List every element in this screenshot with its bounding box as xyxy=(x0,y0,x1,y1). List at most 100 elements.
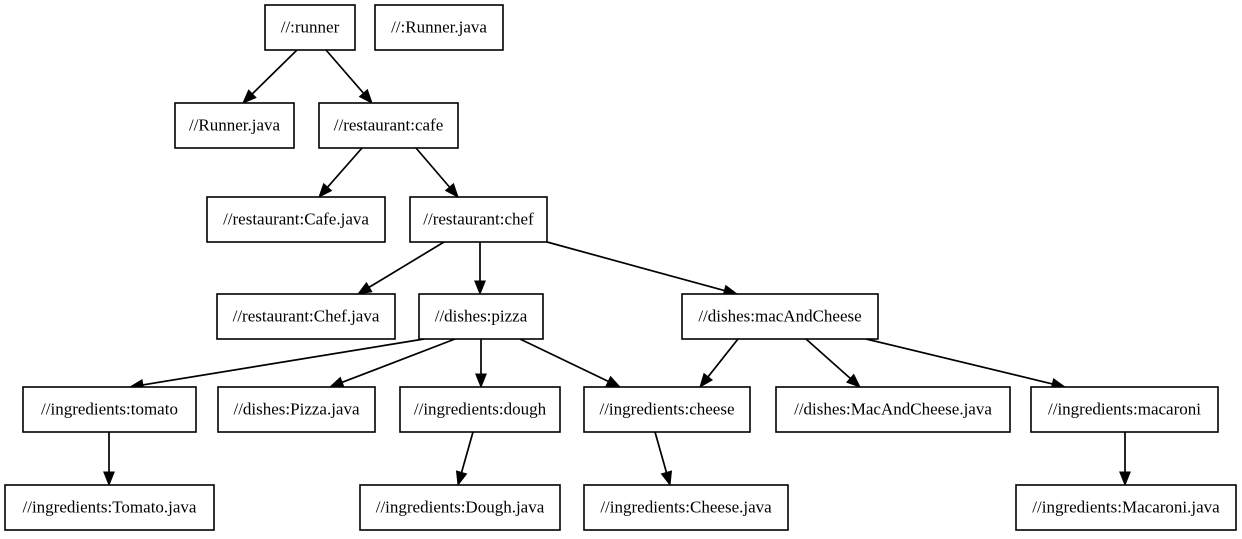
edge-dishes_pizza-to-pizza_java xyxy=(328,338,456,388)
node-label: //ingredients:macaroni xyxy=(1048,399,1201,418)
node-box[interactable] xyxy=(206,196,386,243)
edge-line xyxy=(415,147,451,188)
edge-line xyxy=(325,49,365,94)
graph-node-ing_dough[interactable]: //ingredients:dough xyxy=(399,386,561,433)
node-label: //ingredients:Cheese.java xyxy=(600,497,772,516)
node-box[interactable] xyxy=(1030,386,1219,433)
node-label: //ingredients:tomato xyxy=(41,399,178,418)
node-box[interactable] xyxy=(681,293,879,340)
arrow-head-icon xyxy=(699,372,714,389)
edge-restaurant_chef-to-dishes_pizza xyxy=(474,242,486,296)
edge-line xyxy=(654,431,668,473)
graph-node-runner[interactable]: //:runner xyxy=(264,4,356,51)
edge-line xyxy=(341,338,456,384)
edge-restaurant_chef-to-chef_java xyxy=(356,241,445,295)
graph-node-pizza_java[interactable]: //dishes:Pizza.java xyxy=(217,386,376,433)
node-box[interactable] xyxy=(217,386,376,433)
node-label: //:Runner.java xyxy=(391,17,487,36)
edge-line xyxy=(368,241,445,289)
node-label: //restaurant:chef xyxy=(423,209,534,228)
arrow-head-icon xyxy=(605,375,622,388)
graph-node-ing_tomato[interactable]: //ingredients:tomato xyxy=(22,386,197,433)
edge-line xyxy=(546,241,725,292)
arrow-head-icon xyxy=(242,89,257,104)
edge-dishes_mac-to-ing_cheese xyxy=(699,338,739,389)
graph-node-tomato_java[interactable]: //ingredients:Tomato.java xyxy=(4,484,215,531)
node-box[interactable] xyxy=(775,386,1011,433)
arrow-head-icon xyxy=(358,88,373,105)
node-layer: //:runner //:Runner.java //Runner.java //re… xyxy=(4,4,1237,531)
arrow-head-icon xyxy=(475,373,487,389)
edge-line xyxy=(707,338,739,378)
graph-node-restaurant_chef[interactable]: //restaurant:chef xyxy=(409,196,548,243)
node-label: //dishes:MacAndCheese.java xyxy=(794,399,992,418)
edge-runner-to-runner_java xyxy=(242,49,298,104)
edge-line xyxy=(519,338,609,383)
node-box[interactable] xyxy=(22,386,197,433)
arrow-head-icon xyxy=(444,182,459,199)
edge-line xyxy=(865,338,1053,385)
node-label: //ingredients:cheese xyxy=(599,399,734,418)
graph-node-dishes_mac[interactable]: //dishes:macAndCheese xyxy=(681,293,879,340)
graph-node-ing_cheese[interactable]: //ingredients:cheese xyxy=(583,386,751,433)
graph-node-dishes_pizza[interactable]: //dishes:pizza xyxy=(418,293,544,340)
node-label: //:runner xyxy=(281,17,340,36)
node-label: //ingredients:Macaroni.java xyxy=(1032,497,1220,516)
graph-node-macaroni_java[interactable]: //ingredients:Macaroni.java xyxy=(1015,484,1237,531)
node-label: //Runner.java xyxy=(189,115,281,134)
edge-dishes_pizza-to-ing_tomato xyxy=(128,338,425,391)
edge-ing_macaroni-to-macaroni_java xyxy=(1119,432,1131,487)
node-box[interactable] xyxy=(583,386,751,433)
edge-line xyxy=(142,338,425,386)
node-box[interactable] xyxy=(4,484,215,531)
node-box[interactable] xyxy=(399,386,561,433)
node-box[interactable] xyxy=(374,4,504,51)
node-box[interactable] xyxy=(318,102,459,149)
edge-line xyxy=(460,431,474,473)
node-box[interactable] xyxy=(409,196,548,243)
graph-node-cafe_java[interactable]: //restaurant:Cafe.java xyxy=(206,196,386,243)
node-box[interactable] xyxy=(359,484,561,531)
node-label: //restaurant:cafe xyxy=(334,115,444,134)
graph-node-chef_java[interactable]: //restaurant:Chef.java xyxy=(216,293,396,340)
node-box[interactable] xyxy=(583,484,789,531)
arrow-head-icon xyxy=(103,471,115,487)
arrow-head-icon xyxy=(474,280,486,296)
edge-ing_tomato-to-tomato_java xyxy=(103,432,115,487)
graph-node-runner_java_root[interactable]: //:Runner.java xyxy=(374,4,504,51)
graph-node-mac_java[interactable]: //dishes:MacAndCheese.java xyxy=(775,386,1011,433)
graph-node-cheese_java[interactable]: //ingredients:Cheese.java xyxy=(583,484,789,531)
graph-node-dough_java[interactable]: //ingredients:Dough.java xyxy=(359,484,561,531)
arrow-head-icon xyxy=(356,281,373,295)
edge-dishes_mac-to-ing_macaroni xyxy=(865,338,1067,390)
node-box[interactable] xyxy=(418,293,544,340)
edge-dishes_pizza-to-ing_cheese xyxy=(519,338,622,388)
node-label: //dishes:macAndCheese xyxy=(698,306,861,325)
node-label: //restaurant:Chef.java xyxy=(233,306,380,325)
edge-line xyxy=(805,338,851,379)
edge-runner-to-restaurant_cafe xyxy=(325,49,373,105)
edge-line xyxy=(326,147,363,188)
node-box[interactable] xyxy=(264,4,356,51)
node-label: //ingredients:Tomato.java xyxy=(23,497,197,516)
edge-line xyxy=(251,49,298,95)
edge-ing_cheese-to-cheese_java xyxy=(654,431,673,487)
node-box[interactable] xyxy=(174,102,295,149)
arrow-head-icon xyxy=(1119,471,1131,487)
node-label: //dishes:pizza xyxy=(435,306,528,325)
graph-node-restaurant_cafe[interactable]: //restaurant:cafe xyxy=(318,102,459,149)
graph-node-ing_macaroni[interactable]: //ingredients:macaroni xyxy=(1030,386,1219,433)
arrow-head-icon xyxy=(845,373,862,388)
arrow-head-icon xyxy=(328,376,345,388)
graph-node-runner_java[interactable]: //Runner.java xyxy=(174,102,295,149)
edge-restaurant_cafe-to-cafe_java xyxy=(318,147,363,199)
node-box[interactable] xyxy=(1015,484,1237,531)
edge-ing_dough-to-dough_java xyxy=(455,431,474,487)
node-box[interactable] xyxy=(216,293,396,340)
arrow-head-icon xyxy=(318,182,333,199)
node-label: //restaurant:Cafe.java xyxy=(223,209,369,228)
edge-dishes_pizza-to-ing_dough xyxy=(475,339,487,389)
node-label: //ingredients:Dough.java xyxy=(376,497,545,516)
